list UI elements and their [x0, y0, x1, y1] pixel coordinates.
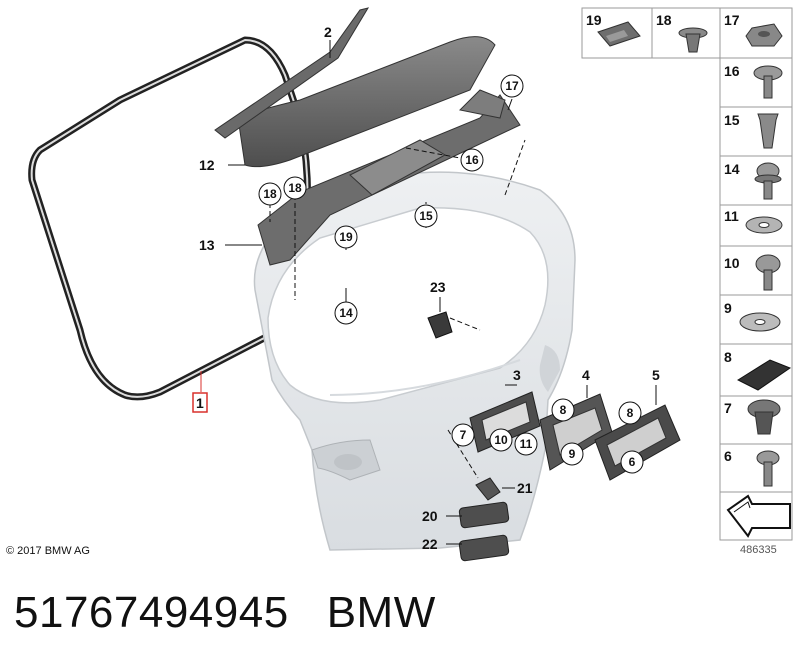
svg-text:6: 6: [629, 455, 636, 469]
tailgate-body: [253, 171, 576, 551]
svg-text:10: 10: [494, 433, 508, 447]
grid-label-10: 10: [724, 255, 740, 271]
part-23: [427, 311, 453, 339]
callout-22: 22: [422, 536, 438, 552]
callout-23: 23: [430, 279, 446, 295]
grid-label-14: 14: [724, 161, 740, 177]
svg-text:16: 16: [465, 153, 479, 167]
callout-4: 4: [582, 367, 590, 383]
circle-callout-17: 17: [500, 74, 524, 98]
circle-callout-11: 11: [514, 432, 538, 456]
brand-label: BMW: [326, 588, 436, 637]
circle-callout-15: 15: [414, 204, 438, 228]
grid-label-18: 18: [656, 12, 672, 28]
grid-label-17: 17: [724, 12, 740, 28]
svg-text:18: 18: [288, 181, 302, 195]
grid-label-8: 8: [724, 349, 732, 365]
grid-label-9: 9: [724, 300, 732, 316]
svg-text:19: 19: [339, 230, 353, 244]
circle-callout-19: 19: [334, 225, 358, 249]
callout-13: 13: [199, 237, 215, 253]
circle-callout-14: 14: [334, 301, 358, 325]
callout-20: 20: [422, 508, 438, 524]
grid-label-19: 19: [586, 12, 602, 28]
small-parts: [458, 477, 510, 562]
callout-2: 2: [324, 24, 332, 40]
svg-text:8: 8: [560, 403, 567, 417]
svg-text:7: 7: [460, 428, 467, 442]
circle-callouts: 17 16 18 18 15 19 14 7 10 11 8 8 9 6: [258, 74, 644, 474]
circle-callout-9: 9: [560, 442, 584, 466]
callout-1: 1: [196, 395, 204, 411]
grid-label-16: 16: [724, 63, 740, 79]
spoiler-brackets: [257, 89, 521, 266]
grid-label-7: 7: [724, 400, 732, 416]
circle-callout-7: 7: [451, 423, 475, 447]
svg-text:15: 15: [419, 209, 433, 223]
callout-5: 5: [652, 367, 660, 383]
callout-1-highlight: [192, 392, 208, 413]
part-number: 51767494945: [14, 588, 289, 637]
svg-text:11: 11: [520, 437, 533, 451]
svg-text:18: 18: [263, 187, 277, 201]
svg-text:14: 14: [339, 306, 353, 320]
circle-callout-16: 16: [460, 148, 484, 172]
circle-callout-10: 10: [489, 428, 513, 452]
svg-text:17: 17: [505, 79, 519, 93]
parts-grid: 19 18 17 16 15 14 11 10 9 8 7 6: [581, 7, 793, 541]
svg-text:9: 9: [569, 447, 576, 461]
grid-label-15: 15: [724, 112, 740, 128]
circle-callout-8b: 8: [618, 401, 642, 425]
circle-callout-8a: 8: [551, 398, 575, 422]
grid-label-11: 11: [724, 208, 739, 224]
svg-text:8: 8: [627, 406, 634, 420]
copyright: © 2017 BMW AG: [6, 545, 90, 557]
callout-12: 12: [199, 157, 215, 173]
callout-labels: 2 12 13 3 4 5 21 20 22 23 1: [192, 24, 660, 552]
circle-callout-6: 6: [620, 450, 644, 474]
callout-21: 21: [517, 480, 533, 496]
circle-callout-18b: 18: [283, 176, 307, 200]
grid-label-6: 6: [724, 448, 732, 464]
part-footer: 51767494945 BMW: [14, 588, 436, 638]
diagram-id: 486335: [740, 544, 777, 556]
circle-callout-18a: 18: [258, 182, 282, 206]
callout-3: 3: [513, 367, 521, 383]
